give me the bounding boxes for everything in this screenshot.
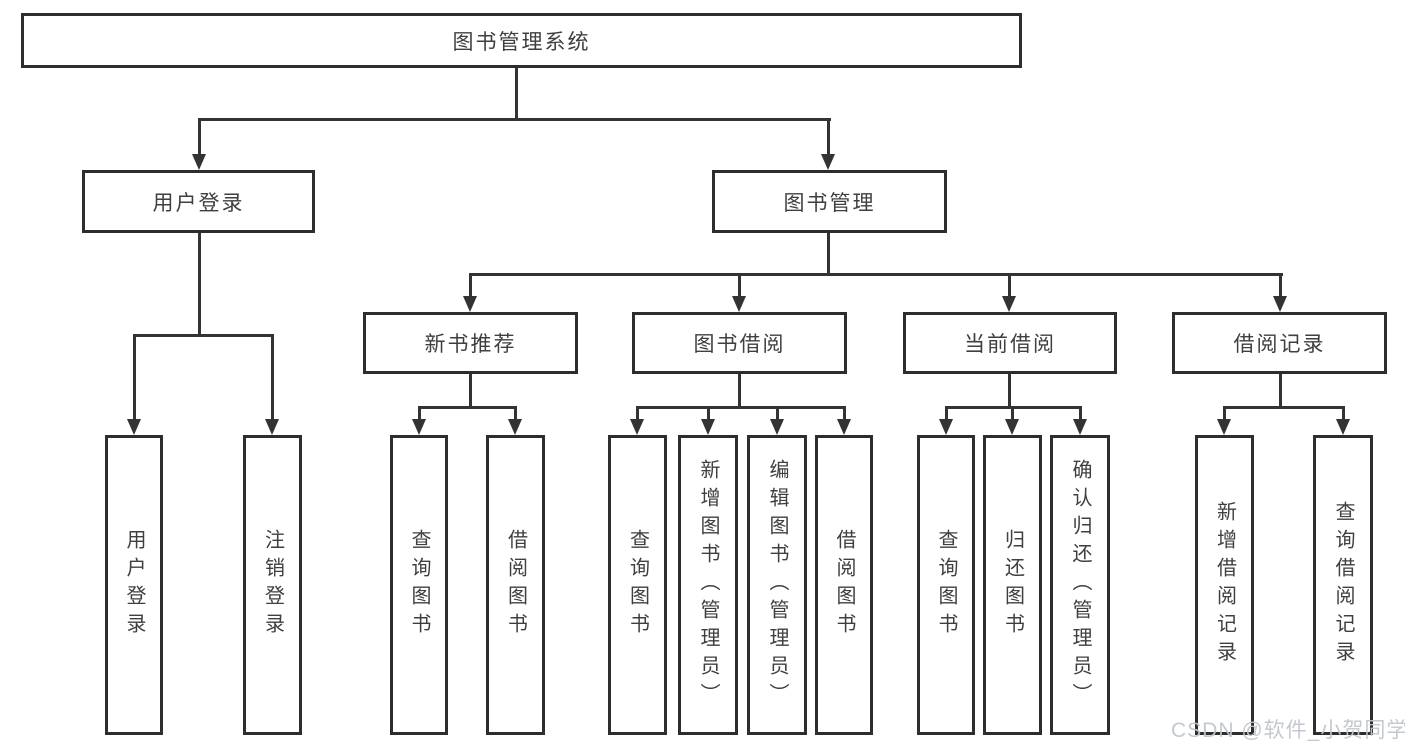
arrowhead [837,419,851,435]
connector-to-leaf [945,406,948,420]
connector-to-leaf [776,406,779,420]
leaf-label: 注销登录 [261,529,284,641]
node-label: 图书管理 [783,191,876,215]
node-label: 新书推荐 [424,333,517,356]
leaf-label: 确认归还（管理员） [1069,459,1091,711]
arrowhead-book-mgmt [821,154,835,170]
connector-to-leaf [1011,406,1014,420]
connector-user-bar [133,334,274,337]
connector-stem [738,374,741,408]
node-borrow-records: 借阅记录 [1172,312,1387,374]
leaf-label: 查询图书 [408,529,430,641]
connector-root-stem [515,68,518,120]
leaf-user-login: 用户登录 [105,435,163,735]
connector-user-stem [198,233,201,336]
connector-to-current [1008,273,1011,299]
leaf-label: 新增借阅记录 [1213,501,1236,669]
arrowhead-records [1273,296,1287,312]
leaf-label: 查询借阅记录 [1332,501,1354,669]
connector-to-leaf [514,406,517,420]
arrowhead [1217,419,1231,435]
connector-mgmt-stem [827,233,830,275]
arrowhead [770,419,784,435]
connector-level1-bar [198,118,831,121]
leaf-query-books-2: 查询图书 [608,435,667,735]
connector-to-leaf [636,406,639,420]
leaf-label: 借阅图书 [504,529,527,641]
leaf-label: 借阅图书 [833,529,855,641]
connector-to-leaf [707,406,710,420]
arrowhead [1005,419,1019,435]
connector-to-leaf [1342,406,1345,420]
node-root: 图书管理系统 [21,13,1022,68]
connector-stem [1279,374,1282,408]
arrowhead [1336,419,1350,435]
connector-to-leaf [133,334,136,420]
leaf-label: 编辑图书（管理员） [766,459,788,711]
leaf-add-borrow-record: 新增借阅记录 [1195,435,1254,735]
arrowhead [939,419,953,435]
arrowhead-new-books [463,296,477,312]
connector-to-records [1279,273,1282,299]
leaf-label: 用户登录 [123,529,145,641]
node-borrowing: 图书借阅 [632,312,847,374]
connector-stem [1008,374,1011,408]
leaf-borrow-books-2: 借阅图书 [815,435,873,735]
leaf-query-books-3: 查询图书 [917,435,975,735]
leaf-label: 查询图书 [935,529,957,641]
node-book-mgmt: 图书管理 [712,170,947,233]
arrowhead [508,419,522,435]
leaf-borrow-books-1: 借阅图书 [486,435,545,735]
node-label: 图书借阅 [693,333,786,356]
connector-to-leaf [418,406,421,420]
node-new-books: 新书推荐 [363,312,578,374]
connector-to-user-login [198,118,201,156]
leaf-label: 归还图书 [1001,529,1024,641]
connector-bar [1223,406,1345,409]
connector-stem [469,374,472,408]
node-user-login: 用户登录 [82,170,315,233]
leaf-edit-book-admin: 编辑图书（管理员） [747,435,807,735]
connector-to-new-books [469,273,472,299]
leaf-label: 新增图书（管理员） [697,459,719,711]
connector-to-leaf [271,334,274,420]
arrowhead [1073,419,1087,435]
node-label: 借阅记录 [1233,333,1326,356]
arrowhead [127,419,141,435]
node-current-borrow: 当前借阅 [903,312,1117,374]
leaf-logout: 注销登录 [243,435,302,735]
leaf-query-books-1: 查询图书 [390,435,448,735]
arrowhead-user-login [192,154,206,170]
arrowhead [265,419,279,435]
leaf-query-borrow-record: 查询借阅记录 [1313,435,1373,735]
connector-to-borrowing [738,273,741,299]
node-label: 当前借阅 [964,333,1056,356]
arrowhead-current [1002,296,1016,312]
node-label: 用户登录 [152,191,245,215]
connector-level3-bar [469,273,1283,276]
connector-to-leaf [1079,406,1082,420]
arrowhead-borrowing [732,296,746,312]
node-label: 图书管理系统 [452,30,591,54]
arrowhead [630,419,644,435]
leaf-confirm-return-admin: 确认归还（管理员） [1050,435,1110,735]
connector-bar [418,406,517,409]
connector-to-book-mgmt [827,118,830,156]
leaf-label: 查询图书 [626,529,649,641]
connector-bar [636,406,846,409]
csdn-watermark: CSDN @软件_小贺同学 [1171,719,1405,742]
arrowhead [701,419,715,435]
leaf-return-book: 归还图书 [983,435,1042,735]
arrowhead [412,419,426,435]
leaf-add-book-admin: 新增图书（管理员） [678,435,738,735]
connector-to-leaf [843,406,846,420]
connector-to-leaf [1223,406,1226,420]
